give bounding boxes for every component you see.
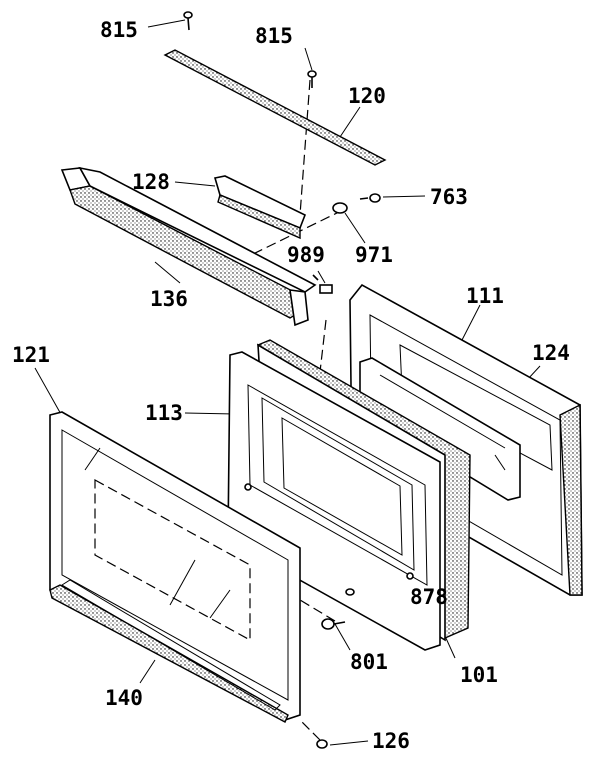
screw-801 (321, 618, 346, 630)
label-989: 989 (287, 243, 325, 267)
label-111: 111 (466, 284, 504, 308)
label-121: 121 (12, 343, 50, 367)
label-101: 101 (460, 663, 498, 687)
label-971: 971 (355, 243, 393, 267)
screw-126 (316, 739, 328, 749)
screw-878 (345, 588, 355, 596)
part-128-spacer (213, 175, 307, 240)
part-136-handle (60, 166, 317, 327)
screw-815-right (307, 70, 317, 88)
label-801: 801 (350, 650, 388, 674)
label-120: 120 (348, 84, 386, 108)
label-140: 140 (105, 686, 143, 710)
label-128: 128 (132, 170, 170, 194)
clip-989 (312, 274, 333, 294)
label-878: 878 (410, 585, 448, 609)
part-113-liner (227, 351, 441, 651)
label-763: 763 (430, 185, 468, 209)
screw-763 (359, 193, 381, 203)
label-124: 124 (532, 341, 570, 365)
label-815-right: 815 (255, 24, 293, 48)
part-labels: 815 815 120 128 763 971 989 136 111 121 … (12, 18, 570, 753)
label-815-left: 815 (100, 18, 138, 42)
part-120-top-trim (163, 49, 387, 166)
label-113: 113 (145, 401, 183, 425)
part-140-bottom-trim (49, 579, 289, 723)
label-126: 126 (372, 729, 410, 753)
clip-971 (332, 202, 348, 214)
label-136: 136 (150, 287, 188, 311)
screw-815-left (183, 11, 193, 31)
